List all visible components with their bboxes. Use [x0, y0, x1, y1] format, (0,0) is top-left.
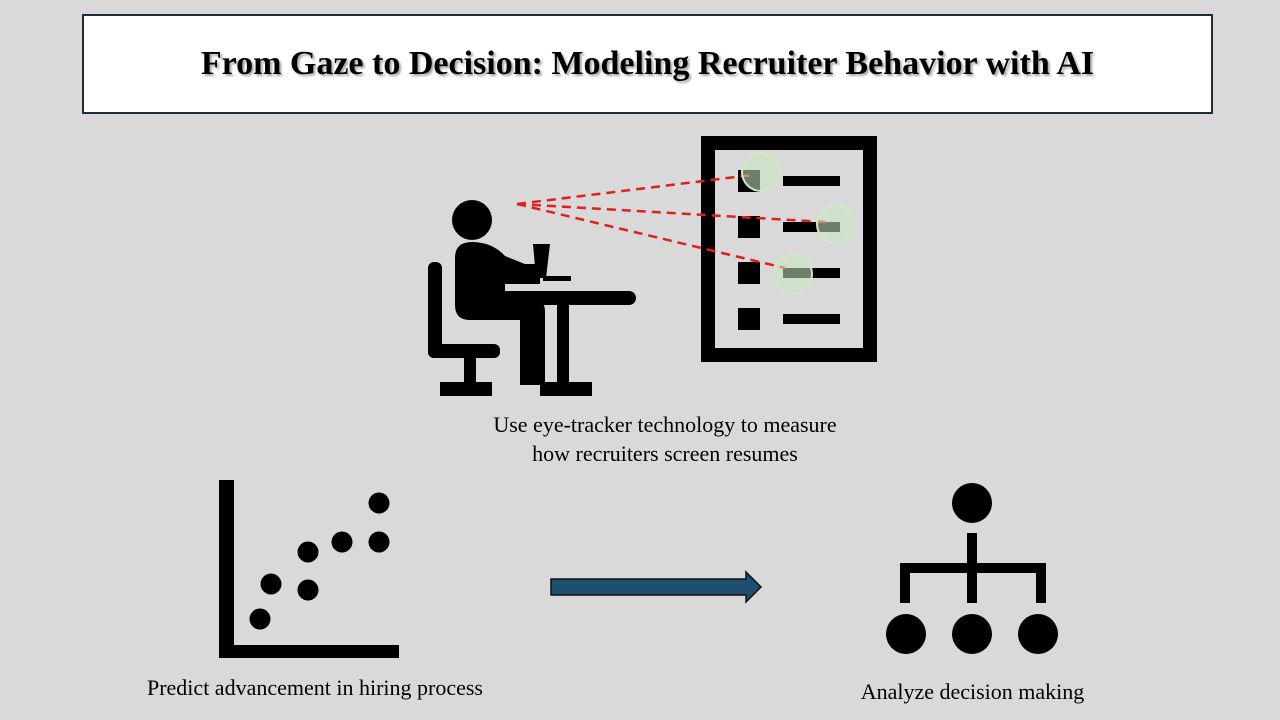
gaze-fixation-circle — [773, 254, 813, 294]
title-box: From Gaze to Decision: Modeling Recruite… — [82, 14, 1213, 114]
gaze-lines — [516, 173, 827, 270]
prediction-caption: Predict advancement in hiring process — [146, 675, 483, 700]
flow-arrow — [550, 570, 763, 604]
gaze-fixation-circle — [741, 152, 781, 192]
eye-tracking-caption: Use eye-tracker technology to measure ho… — [440, 410, 890, 468]
eye-tracking-caption-line1: Use eye-tracker technology to measure — [493, 412, 837, 437]
scatter-plot-icon — [219, 480, 399, 658]
hierarchy-icon — [886, 483, 1058, 654]
gaze-fixation-circle — [816, 204, 856, 244]
eye-tracking-caption-line2: how recruiters screen resumes — [532, 441, 798, 466]
person-at-desk-icon — [428, 200, 636, 396]
gaze-fixation-circles — [741, 152, 856, 294]
slide-title: From Gaze to Decision: Modeling Recruite… — [200, 45, 1095, 82]
resume-document-icon — [701, 136, 877, 362]
decision-caption: Analyze decision making — [860, 679, 1085, 704]
